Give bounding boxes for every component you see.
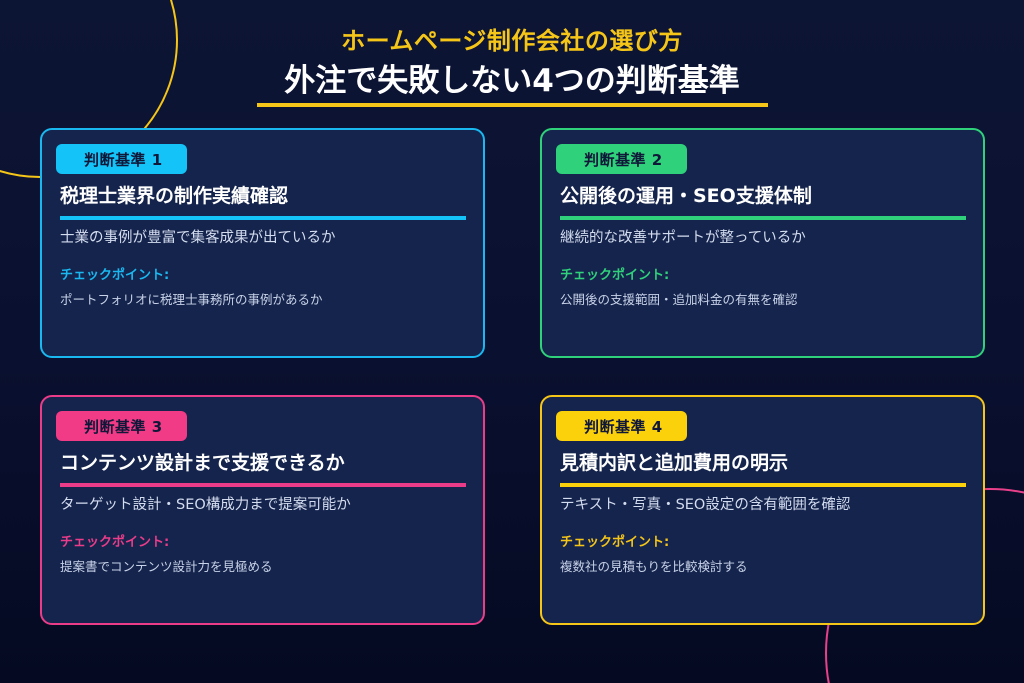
criterion-card-2: 判断基準 2 公開後の運用・SEO支援体制 継続的な改善サポートが整っているか … bbox=[540, 128, 985, 358]
checkpoint-label: チェックポイント: bbox=[60, 535, 170, 550]
checkpoint-text: 提案書でコンテンツ設計力を見極める bbox=[60, 559, 273, 574]
criterion-card-1: 判断基準 1 税理士業界の制作実績確認 士業の事例が豊富で集客成果が出ているか … bbox=[40, 128, 485, 358]
criterion-divider bbox=[560, 483, 966, 487]
criterion-badge: 判断基準 1 bbox=[56, 144, 187, 174]
criterion-badge: 判断基準 4 bbox=[556, 411, 687, 441]
page-title: 外注で失敗しない4つの判断基準 bbox=[284, 63, 740, 99]
title-underline bbox=[257, 103, 768, 107]
criterion-card-4: 判断基準 4 見積内訳と追加費用の明示 テキスト・写真・SEO設定の含有範囲を確… bbox=[540, 395, 985, 625]
criterion-description: 継続的な改善サポートが整っているか bbox=[560, 230, 806, 246]
checkpoint-text: 公開後の支援範囲・追加料金の有無を確認 bbox=[560, 292, 798, 307]
checkpoint-label: チェックポイント: bbox=[560, 535, 670, 550]
checkpoint-text: 複数社の見積もりを比較検討する bbox=[560, 559, 748, 574]
criterion-divider bbox=[560, 216, 966, 220]
page-subtitle: ホームページ制作会社の選び方 bbox=[341, 27, 683, 55]
criterion-title: 税理士業界の制作実績確認 bbox=[60, 185, 289, 207]
criterion-description: テキスト・写真・SEO設定の含有範囲を確認 bbox=[560, 497, 851, 513]
criterion-description: ターゲット設計・SEO構成力まで提案可能か bbox=[60, 497, 351, 513]
criterion-card-3: 判断基準 3 コンテンツ設計まで支援できるか ターゲット設計・SEO構成力まで提… bbox=[40, 395, 485, 625]
page-header: ホームページ制作会社の選び方 外注で失敗しない4つの判断基準 bbox=[0, 24, 1024, 102]
criterion-title: コンテンツ設計まで支援できるか bbox=[60, 452, 345, 474]
criterion-title: 見積内訳と追加費用の明示 bbox=[560, 452, 789, 474]
criterion-divider bbox=[60, 483, 466, 487]
criterion-divider bbox=[60, 216, 466, 220]
criterion-description: 士業の事例が豊富で集客成果が出ているか bbox=[60, 230, 336, 246]
criterion-badge: 判断基準 3 bbox=[56, 411, 187, 441]
checkpoint-text: ポートフォリオに税理士事務所の事例があるか bbox=[60, 292, 323, 307]
criterion-badge: 判断基準 2 bbox=[556, 144, 687, 174]
criterion-title: 公開後の運用・SEO支援体制 bbox=[560, 185, 812, 207]
checkpoint-label: チェックポイント: bbox=[60, 268, 170, 283]
checkpoint-label: チェックポイント: bbox=[560, 268, 670, 283]
